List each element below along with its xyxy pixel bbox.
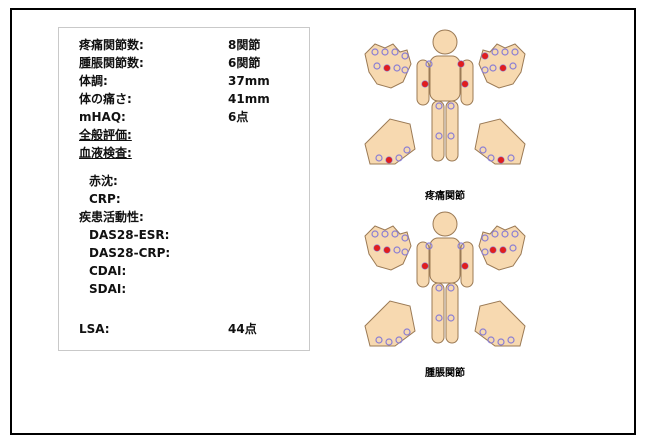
value: 41mm [228, 92, 270, 106]
label: DAS28-CRP: [89, 246, 170, 260]
label: 疾患活動性: [79, 210, 144, 224]
label: SDAI: [89, 282, 126, 296]
pain-joint-diagram [355, 24, 535, 184]
swelling-joint-caption: 腫脹関節 [355, 364, 535, 379]
value: 6点 [228, 110, 248, 124]
value: 6関節 [228, 56, 260, 70]
label: 赤沈: [89, 174, 118, 188]
label: 疼痛関節数: [79, 38, 144, 52]
swelling-joint-figure: 腫脹関節 [355, 206, 535, 376]
label: CRP: [89, 192, 121, 206]
blood-test-link[interactable]: 血液検査: [79, 146, 132, 160]
label: 腫脹関節数: [79, 56, 144, 70]
value: 37mm [228, 74, 270, 88]
label: LSA: [79, 322, 110, 336]
swelling-joint-diagram [355, 206, 535, 366]
summary-panel: 疼痛関節数: 8関節 腫脹関節数: 6関節 体調: 37mm 体の痛さ: 41m… [58, 27, 310, 351]
label: mHAQ: [79, 110, 126, 124]
label: 体調: [79, 74, 108, 88]
value: 44点 [228, 322, 257, 336]
global-assessment-link[interactable]: 全般評価: [79, 128, 132, 142]
label: 体の痛さ: [79, 92, 132, 106]
pain-joint-caption: 疼痛関節 [355, 187, 535, 202]
value: 8関節 [228, 38, 260, 52]
label: CDAI: [89, 264, 126, 278]
pain-joint-figure: 疼痛関節 [355, 24, 535, 194]
label: DAS28-ESR: [89, 228, 169, 242]
